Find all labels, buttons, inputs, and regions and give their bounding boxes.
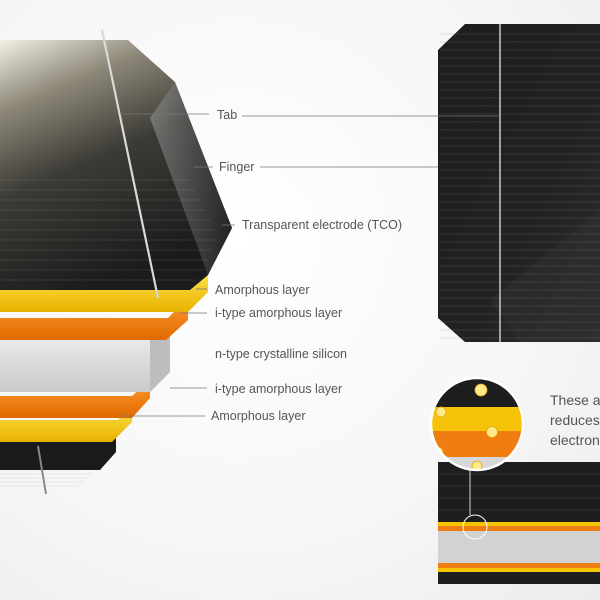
- panel-finger-lines: [440, 33, 600, 339]
- caption-line-1: These a: [550, 392, 600, 408]
- label-amorphous-bottom: Amorphous layer: [211, 409, 306, 423]
- top-fingers: [0, 179, 215, 281]
- magnifier: [429, 376, 525, 472]
- label-i-type-top: i-type amorphous layer: [215, 306, 343, 320]
- label-finger: Finger: [219, 160, 255, 174]
- caption-line-3: electron: [550, 432, 600, 448]
- top-tab: [100, 29, 160, 299]
- leader-lines-left: [120, 113, 235, 417]
- leader-lines-right: [242, 115, 500, 168]
- layer-stack: [0, 29, 232, 495]
- zoom-target-circle: [462, 514, 488, 540]
- label-n-type: n-type crystalline silicon: [215, 347, 347, 361]
- solar-cell-panel: [438, 24, 600, 342]
- bottom-fingers: [0, 473, 92, 487]
- amorphous-layer-top: [0, 272, 208, 312]
- bottom-tab: [37, 445, 47, 495]
- label-i-type-bottom: i-type amorphous layer: [215, 382, 343, 396]
- cross-section: [438, 462, 600, 584]
- amorphous-layer-bottom: [0, 405, 132, 442]
- i-type-layer-top: [0, 298, 188, 340]
- label-tab: Tab: [217, 108, 238, 122]
- i-type-layer-bottom: [0, 380, 150, 418]
- caption-line-2: reduces: [550, 412, 600, 428]
- label-tco: Transparent electrode (TCO): [242, 218, 403, 232]
- label-amorphous-top: Amorphous layer: [215, 283, 310, 297]
- n-type-silicon-layer: [0, 322, 170, 392]
